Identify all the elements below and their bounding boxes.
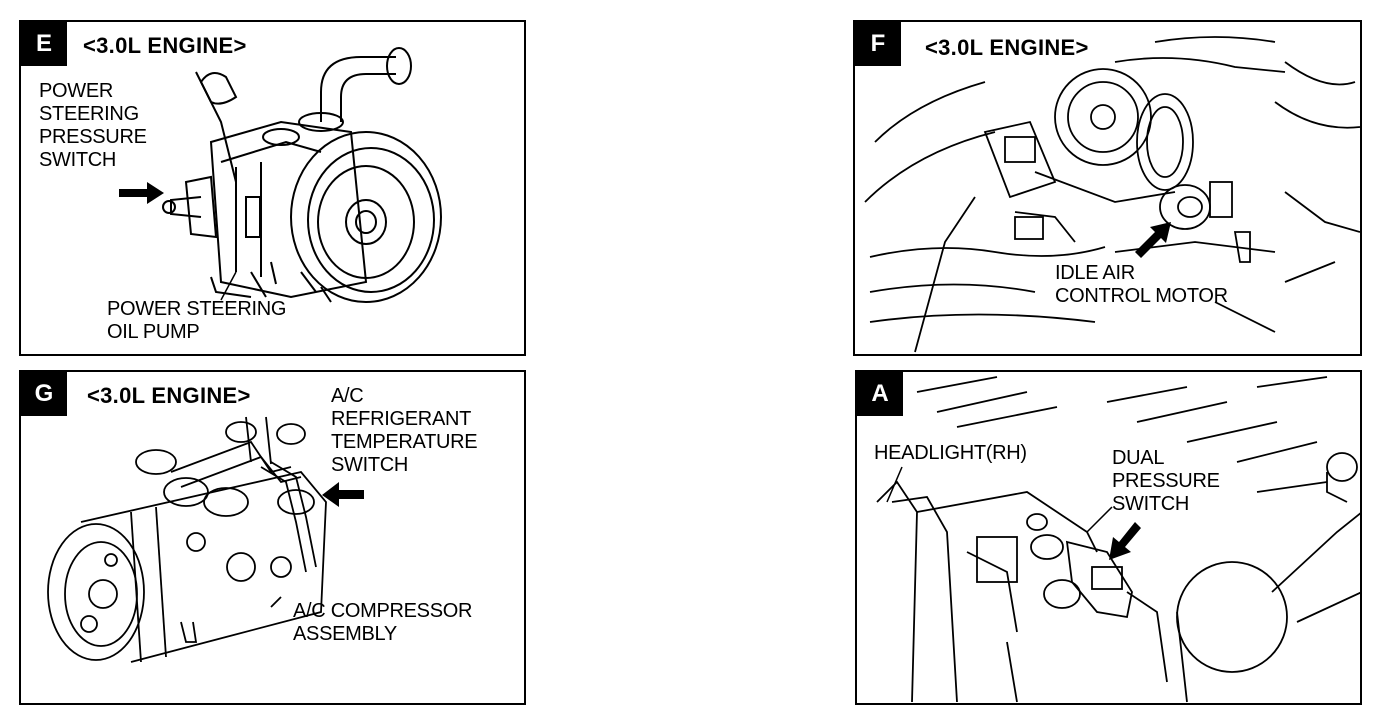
dual-pressure-switch-label: DUAL PRESSURE SWITCH xyxy=(1112,447,1220,515)
panel-g: G <3.0L ENGINE> A/C REFRIGERANT TEMPERAT… xyxy=(19,370,526,705)
panel-a-badge: A xyxy=(857,372,903,416)
headlight-rh-label: HEADLIGHT(RH) xyxy=(874,442,1027,464)
power-steering-pump-illustration xyxy=(162,47,442,303)
leader-line xyxy=(886,466,1113,533)
leader-line xyxy=(220,271,237,301)
ac-compressor-assembly-label: A/C COMPRESSOR ASSEMBLY xyxy=(293,600,473,645)
panel-f: F <3.0L ENGINE> IDLE AIR CONTROL MOTOR xyxy=(853,20,1362,356)
panel-f-badge: F xyxy=(855,22,901,66)
panel-g-engine-label: <3.0L ENGINE> xyxy=(87,383,251,408)
idle-air-control-illustration xyxy=(864,36,1360,353)
panel-e: E <3.0L ENGINE> POWER STEERING PRESSURE … xyxy=(19,20,526,356)
dual-pressure-switch-illustration xyxy=(876,376,1360,703)
idle-air-control-motor-label: IDLE AIR CONTROL MOTOR xyxy=(1055,262,1228,307)
panel-f-engine-label: <3.0L ENGINE> xyxy=(925,35,1089,60)
arrow-icon xyxy=(322,482,364,507)
panel-e-badge: E xyxy=(21,22,67,66)
arrow-icon xyxy=(119,182,164,204)
panel-e-engine-label: <3.0L ENGINE> xyxy=(83,33,247,58)
ac-compressor-illustration xyxy=(47,416,327,663)
panel-g-badge: G xyxy=(21,372,67,416)
panel-a: A HEADLIGHT(RH) DUAL PRESSURE SWITCH xyxy=(855,370,1362,705)
arrow-icon xyxy=(1135,222,1171,258)
arrow-icon xyxy=(1109,522,1141,560)
power-steering-pressure-switch-label: POWER STEERING PRESSURE SWITCH xyxy=(39,80,147,171)
ac-refrigerant-temperature-switch-label: A/C REFRIGERANT TEMPERATURE SWITCH xyxy=(331,385,478,476)
power-steering-oil-pump-label: POWER STEERING OIL PUMP xyxy=(107,298,287,343)
